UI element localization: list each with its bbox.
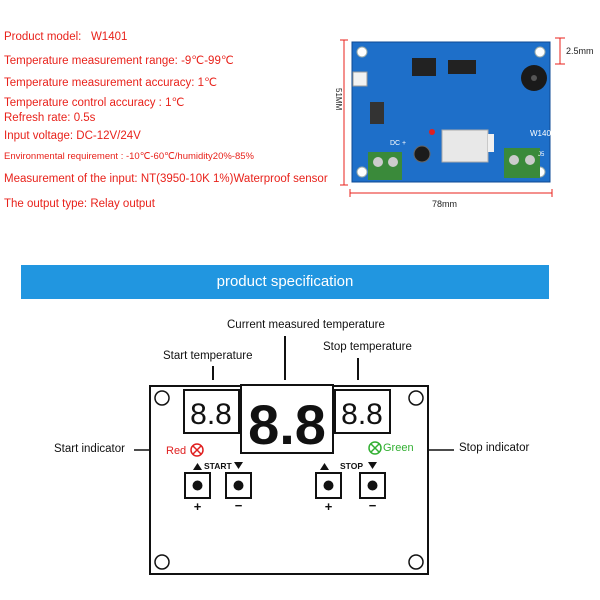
green-indicator-icon [368, 441, 382, 455]
spec-model: Product model: W1401 [4, 31, 128, 43]
spec-accuracy: Temperature measurement accuracy: 1℃ [4, 77, 217, 89]
start-minus-button[interactable] [225, 472, 252, 499]
current-display-digits: 8.8 [248, 393, 326, 456]
spec-voltage: Input voltage: DC-12V/24V [4, 130, 141, 142]
stop-display-digits: 8.8 [341, 398, 383, 431]
start-temp-display [183, 389, 240, 434]
spec-input: Measurement of the input: NT(3950-10K 1%… [4, 173, 328, 185]
banner-title: product specification [216, 273, 354, 290]
stop-minus-sign: − [369, 498, 377, 513]
current-temp-display [240, 384, 334, 454]
pcb-board-image: DC + W1401 J5 78mm 51MM 2.5mm [334, 37, 594, 209]
height-dimension: 51MM [334, 88, 343, 111]
start-group-label: START [204, 461, 233, 471]
start-display-digits: 8.8 [190, 398, 232, 431]
stop-up-arrow-icon [320, 463, 329, 470]
stop-down-arrow-icon [368, 462, 377, 469]
spec-environment: Environmental requirement : -10℃-60℃/hum… [4, 151, 254, 162]
start-minus-sign: − [235, 498, 243, 513]
start-plus-button[interactable] [184, 472, 211, 499]
start-down-arrow-icon [234, 462, 243, 469]
start-up-arrow-icon [193, 463, 202, 470]
stop-indicator-label: Stop indicator [459, 442, 530, 454]
board-dc-print: DC + [390, 140, 406, 147]
red-label: Red [166, 445, 186, 457]
start-temp-label: Start temperature [163, 350, 253, 362]
stop-plus-sign: + [325, 499, 333, 514]
product-spec-banner: product specification [21, 265, 549, 299]
stop-group-label: STOP [340, 461, 363, 471]
stop-temp-label: Stop temperature [323, 341, 412, 353]
current-temp-label: Current measured temperature [227, 319, 385, 331]
width-dimension: 78mm [432, 199, 457, 209]
spec-output: The output type: Relay output [4, 198, 155, 210]
red-indicator-icon [190, 443, 204, 457]
board-model-print: W1401 [530, 129, 556, 138]
start-plus-sign: + [194, 499, 202, 514]
green-label: Green [383, 442, 414, 454]
spec-refresh: Refresh rate: 0.5s [4, 112, 96, 124]
stop-plus-button[interactable] [315, 472, 342, 499]
spec-control-accuracy: Temperature control accuracy : 1℃ [4, 97, 185, 109]
thickness-dimension: 2.5mm [566, 46, 594, 56]
start-indicator-label: Start indicator [54, 443, 125, 455]
stop-temp-display [334, 389, 391, 434]
spec-range: Temperature measurement range: -9℃-99℃ [4, 55, 234, 67]
stop-minus-button[interactable] [359, 472, 386, 499]
board-j5-print: J5 [538, 152, 545, 158]
